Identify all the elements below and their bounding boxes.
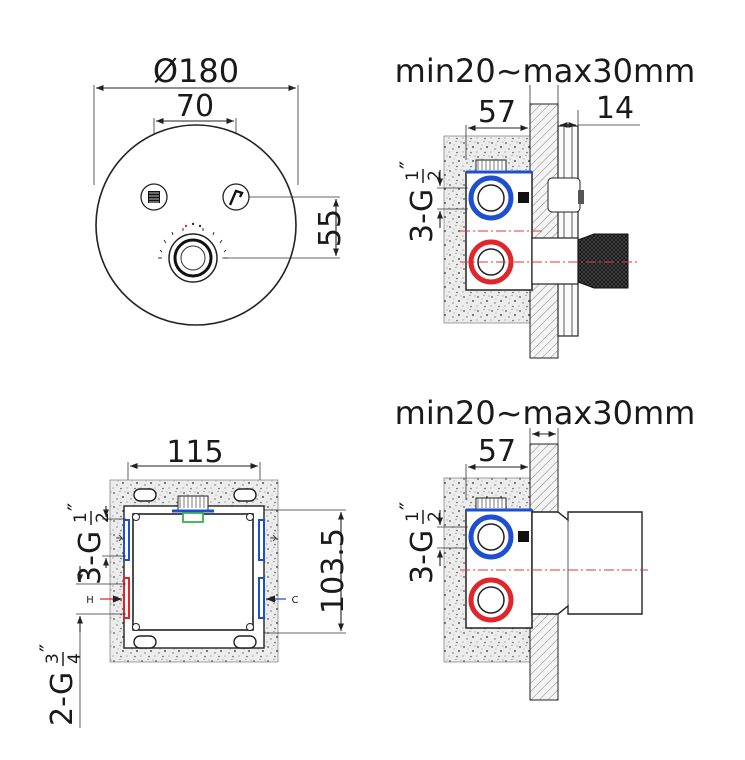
- thread-text: 3-G: [405, 530, 440, 584]
- back-view: 115 H C: [37, 435, 351, 728]
- thread-text: 3-G: [405, 189, 440, 243]
- thread-label-bottom: 3-G 1 2 ″: [397, 502, 445, 584]
- cold-label: C: [292, 595, 299, 606]
- wall-range-label: min20~max30mm: [395, 394, 696, 432]
- thread2-text: 2-G: [45, 672, 80, 726]
- height-label: 55: [313, 209, 348, 247]
- height-label: 103.5: [316, 528, 351, 614]
- thread-inch-mark: ″: [397, 502, 422, 510]
- spacing-label: 70: [176, 89, 214, 124]
- thread2-numerator: 3: [43, 653, 63, 664]
- thread2-denominator: 4: [65, 653, 85, 664]
- hand-shower-icon: [228, 189, 244, 206]
- temperature-knob: [158, 222, 228, 283]
- depth-label: 57: [478, 95, 516, 130]
- shower-head-button: [140, 183, 168, 211]
- shower-head-icon: [148, 191, 160, 203]
- thread-denominator: 2: [93, 512, 113, 523]
- hot-label: H: [86, 595, 94, 606]
- thread-numerator: 1: [71, 512, 91, 523]
- side-view-top: min20~max30mm 57 14: [395, 52, 696, 359]
- outlet-icon: [518, 531, 529, 542]
- side-view-bottom: min20~max30mm 57 3-G 1: [395, 394, 696, 701]
- width-label: 115: [166, 435, 223, 470]
- thread-label-top: 3-G 1 2 ″: [397, 161, 445, 243]
- thread-denominator: 2: [425, 170, 445, 181]
- depth-label: 57: [478, 434, 516, 469]
- outlet-icon: [518, 192, 529, 203]
- hand-shower-button: [222, 183, 250, 211]
- faceplate-circle: [95, 124, 297, 326]
- diameter-label: Ø180: [153, 52, 239, 90]
- thread-inch-mark: ″: [65, 503, 90, 511]
- thread2-inch-mark: ″: [37, 644, 62, 652]
- thread-numerator: 1: [403, 170, 423, 181]
- thread-inch-mark: ″: [397, 161, 422, 169]
- thread-text: 3-G: [73, 531, 108, 585]
- thread2-label-back: 2-G 3 4 ″: [37, 644, 85, 726]
- trim-label: 14: [596, 91, 634, 126]
- thread-label-back: 3-G 1 2 ″: [65, 503, 113, 585]
- thread-numerator: 1: [403, 511, 423, 522]
- thread-denominator: 2: [425, 511, 445, 522]
- wall-range-label: min20~max30mm: [395, 52, 696, 90]
- front-view: Ø180 70: [93, 52, 348, 326]
